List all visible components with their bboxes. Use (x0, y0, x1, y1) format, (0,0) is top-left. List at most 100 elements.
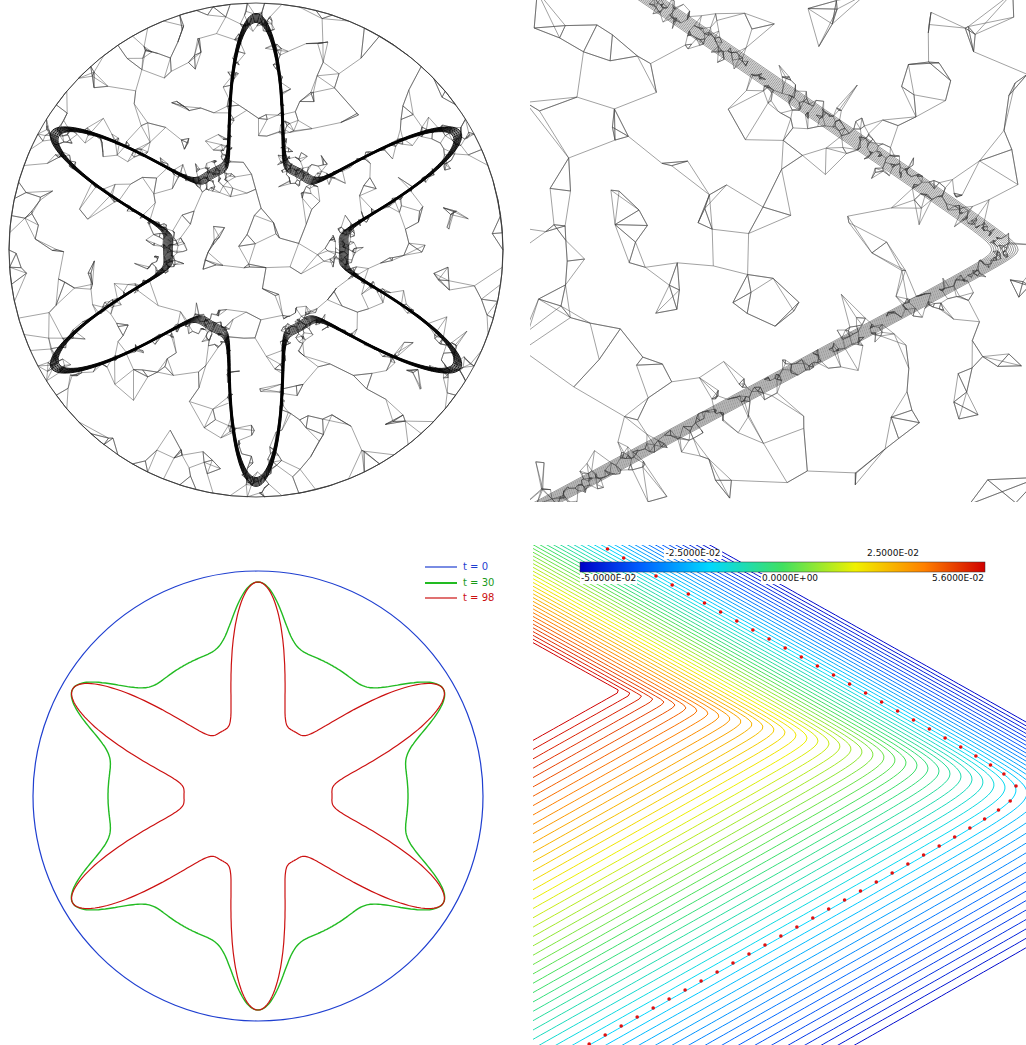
interface-band (54, 18, 458, 482)
contour-lines (533, 545, 1026, 1045)
interface-dot (795, 925, 799, 929)
interface-dot (880, 700, 884, 704)
legend-line-sample (425, 582, 457, 584)
interface-dot (763, 943, 767, 947)
legend-label: t = 0 (462, 561, 489, 572)
interface-dot (843, 898, 847, 902)
contour-line (626, 545, 1026, 1045)
interface-band (530, 0, 1001, 502)
interface-band (58, 22, 454, 477)
contour-line (647, 545, 1026, 1045)
contour-line (701, 545, 1026, 1045)
interface-dot (1014, 784, 1018, 788)
interface-dot (651, 1006, 655, 1010)
mesh-full (9, 3, 503, 497)
interface-dot (848, 682, 852, 686)
interface-band (52, 16, 460, 484)
contour-line (667, 545, 1026, 1045)
interface-dot (683, 988, 687, 992)
interface-dot (1008, 799, 1012, 803)
domain-boundary (9, 3, 503, 497)
contour-line (533, 545, 630, 1045)
contour-line (533, 545, 928, 1045)
interface-dot (779, 934, 783, 938)
interface-t98 (72, 582, 445, 1010)
interface-t0 (33, 571, 483, 1021)
contour-line (533, 545, 972, 1045)
colorbar-tick-label: 0.0000E+00 (761, 574, 819, 584)
interface-dot (635, 1015, 639, 1019)
interface-band (530, 0, 992, 502)
interface-dot (747, 952, 751, 956)
contour-line (633, 545, 1026, 1045)
interface-dot (735, 619, 739, 623)
interface-dot (670, 583, 674, 587)
contour-line (674, 545, 1026, 1045)
interface-dot (687, 592, 691, 596)
interface-dot (827, 907, 831, 911)
contour-line (533, 545, 752, 1045)
interface-dot (587, 1042, 591, 1045)
interface-dot (816, 664, 820, 668)
interface-band (542, 0, 1014, 502)
contour-line (533, 545, 719, 1045)
interface-dot (622, 556, 626, 560)
interface-band (53, 17, 459, 483)
interface-dot (875, 880, 879, 884)
interface-dot (983, 817, 987, 821)
interface-band (536, 0, 1008, 502)
interface-t30 (71, 582, 444, 1010)
interface-dot (937, 844, 941, 848)
interface-dot (606, 547, 610, 551)
contour-line (533, 545, 862, 1045)
interface-dot (731, 961, 735, 965)
contour-line (597, 545, 1026, 1045)
interface-dot (811, 916, 815, 920)
interface-band (547, 0, 1019, 502)
interface-band (538, 0, 1010, 502)
interface-dot (859, 889, 863, 893)
contour-line (606, 545, 1026, 1045)
interface-band (544, 0, 1016, 502)
contour-line (694, 545, 1026, 1045)
interface-dot (800, 655, 804, 659)
interface-dot (619, 1024, 623, 1028)
interface-dot (783, 646, 787, 650)
interface-dot (719, 610, 723, 614)
interface-dot (832, 673, 836, 677)
interface-dot (751, 628, 755, 632)
contour-line (613, 545, 1026, 1045)
interface-dot (906, 862, 910, 866)
legend-label: t = 30 (462, 577, 495, 588)
interface-dot (654, 574, 658, 578)
interface-dot (989, 763, 993, 767)
colorbar-tick-label: -2.5000E-02 (664, 549, 721, 559)
interface-band (57, 21, 455, 478)
contour-line (533, 545, 840, 1045)
interface-dot (922, 853, 926, 857)
interface-dot (997, 808, 1001, 812)
colorbar-tick-label: 5.6000E-02 (931, 574, 985, 584)
interface-dot (974, 754, 978, 758)
interface-dot (953, 835, 957, 839)
interface-band (530, 0, 996, 502)
interface-band (51, 15, 461, 486)
interface-dot (703, 601, 707, 605)
interface-dot (715, 970, 719, 974)
contour-line (533, 545, 895, 1045)
legend-line-sample (425, 566, 457, 567)
contour-line (581, 545, 1016, 1045)
interface-dot (603, 1033, 607, 1037)
interface-dot (943, 736, 947, 740)
mesh-zoom (530, 0, 1026, 502)
colorbar-tick-label: -5.0000E-02 (580, 574, 637, 584)
interface-dot (667, 997, 671, 1001)
mesh-edges (9, 3, 503, 497)
contour-line (533, 545, 983, 1045)
interface-dot (767, 637, 771, 641)
interface-dot (864, 691, 868, 695)
interface-dot (959, 745, 963, 749)
contour-line (687, 545, 1026, 1045)
